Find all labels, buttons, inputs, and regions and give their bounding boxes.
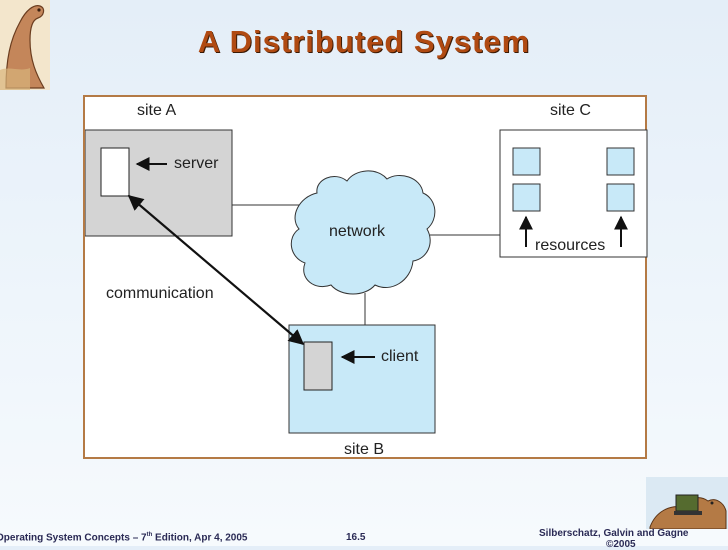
resources-label: resources (535, 237, 606, 254)
diagram-drawing (85, 129, 648, 434)
resource-node-3 (606, 147, 635, 176)
footer-book-info: Operating System Concepts – 7th Edition,… (0, 532, 248, 543)
footer-book-prefix: Operating System Concepts – 7 (0, 532, 147, 544)
footer-authors: Silberschatz, Galvin and Gagne (539, 528, 689, 539)
communication-arrow (127, 195, 305, 345)
footer-edition-sup: th (146, 532, 153, 538)
site-c-label: site C (550, 102, 591, 119)
slide-title: A Distributed System (197, 24, 531, 59)
server-node (100, 147, 130, 197)
distributed-system-diagram: site A site C server network resources c… (83, 95, 648, 459)
resource-node-1 (512, 147, 541, 176)
client-node (303, 341, 333, 391)
site-a-label: site A (137, 102, 177, 119)
footer-page-number: 16.5 (346, 532, 366, 543)
dinosaur-laptop-icon (646, 477, 728, 529)
dinosaur-logo-icon (0, 0, 50, 90)
footer-copyright: ©2005 (606, 539, 636, 550)
resource-node-2 (512, 183, 541, 212)
server-label: server (174, 155, 219, 172)
client-label: client (381, 348, 419, 365)
resource-node-4 (606, 183, 635, 212)
footer-book-suffix: Edition, Apr 4, 2005 (152, 532, 248, 544)
site-b-label: site B (344, 441, 385, 458)
communication-label: communication (106, 285, 214, 302)
network-label: network (329, 223, 386, 240)
